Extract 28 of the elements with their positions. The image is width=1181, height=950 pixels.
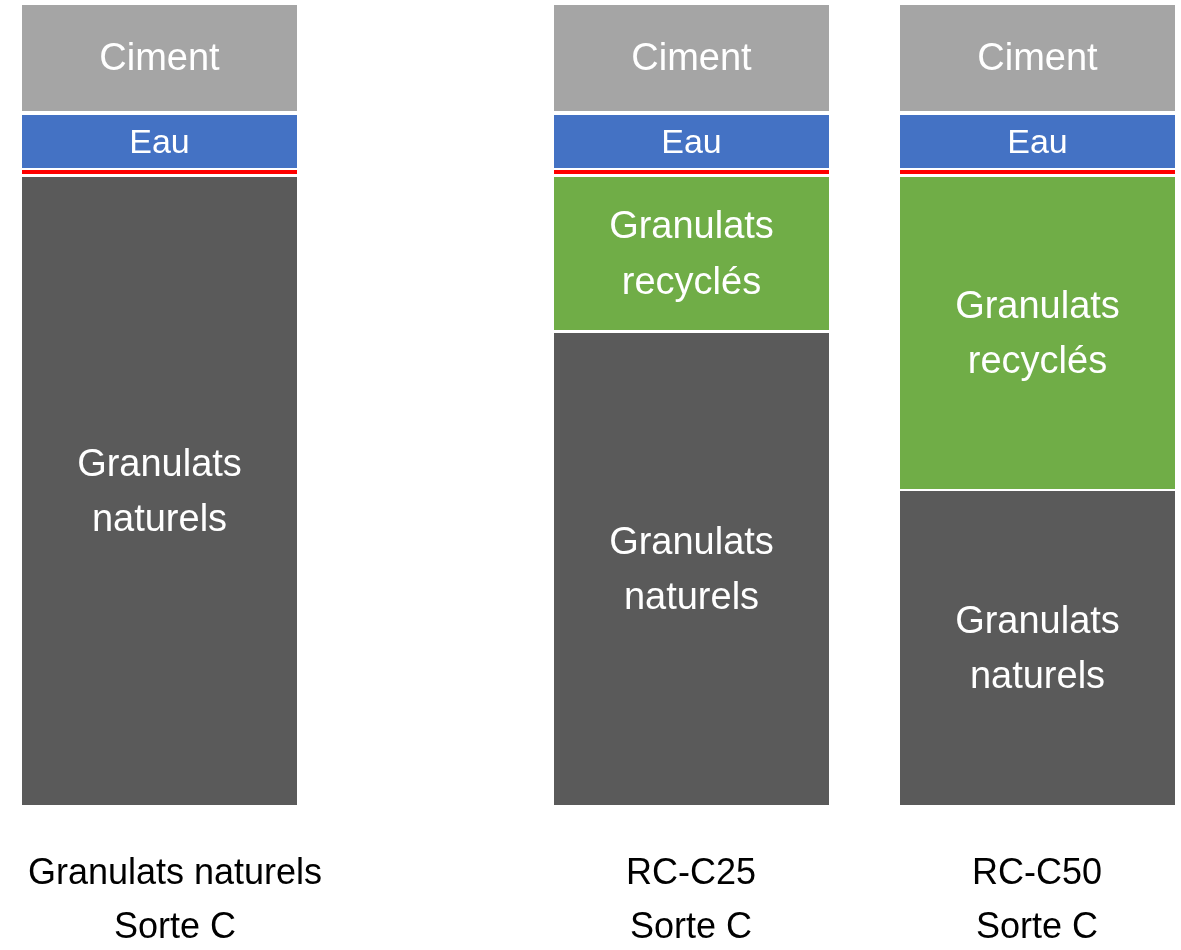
divider-bar: [22, 170, 297, 174]
column-caption: Granulats naturels Sorte C: [26, 850, 324, 948]
layer-label: Eau: [1006, 120, 1069, 162]
recycled-aggregate-layer: [554, 177, 829, 330]
natural-aggregate-layer: [900, 491, 1175, 805]
layer-label: Ciment: [630, 35, 753, 81]
natural-aggregate-layer: [22, 177, 297, 805]
column-caption: RC-C25 Sorte C: [625, 850, 757, 948]
layer-label: Ciment: [976, 35, 1099, 81]
recycled-aggregate-layer: [900, 177, 1175, 489]
layer-label: Granulats recyclés: [954, 282, 1121, 383]
layer-label: Granulats naturels: [954, 597, 1121, 698]
cement-layer: [22, 5, 297, 111]
water-layer: [900, 115, 1175, 168]
divider-bar: [900, 170, 1175, 174]
layer-label: Granulats recyclés: [608, 203, 775, 304]
column-caption: RC-C50 Sorte C: [971, 850, 1103, 948]
water-layer: [554, 115, 829, 168]
cement-layer: [554, 5, 829, 111]
layer-label: Eau: [128, 120, 191, 162]
layer-label: Ciment: [98, 35, 221, 81]
cement-layer: [900, 5, 1175, 111]
layer-label: Granulats naturels: [608, 518, 775, 619]
layer-label: Granulats naturels: [76, 440, 243, 541]
layer-label: Eau: [660, 120, 723, 162]
divider-bar: [554, 170, 829, 174]
natural-aggregate-layer: [554, 333, 829, 805]
water-layer: [22, 115, 297, 168]
